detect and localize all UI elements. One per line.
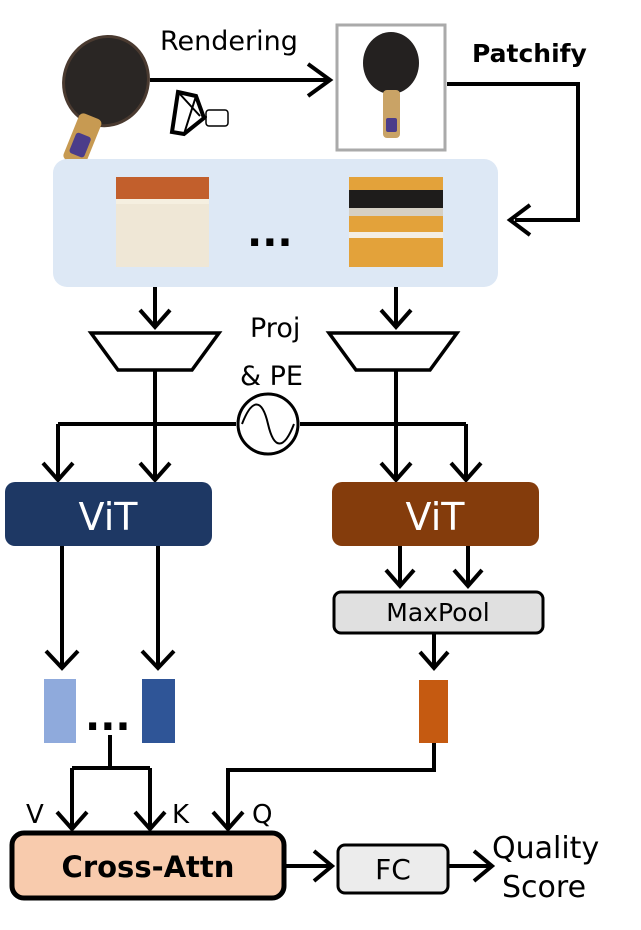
fc-box xyxy=(336,843,450,895)
cross-attn-label: Cross-Attn xyxy=(62,850,235,884)
patch-left xyxy=(116,177,209,267)
token-left-dark xyxy=(142,679,175,743)
k-label: K xyxy=(172,800,190,830)
rendering-label: Rendering xyxy=(160,26,298,57)
score-label: Score xyxy=(502,870,586,905)
sine-wave-icon xyxy=(236,392,300,456)
projection-left xyxy=(87,331,223,372)
quality-label: Quality xyxy=(492,831,599,866)
maxpool-label: MaxPool xyxy=(386,598,489,627)
token-ellipsis: ... xyxy=(85,694,131,740)
q-label: Q xyxy=(252,800,272,830)
projection-right xyxy=(325,331,461,372)
token-right-orange xyxy=(419,680,448,743)
maxpool-box xyxy=(332,590,545,635)
rendered-image xyxy=(335,23,447,152)
pe-label: & PE xyxy=(240,361,303,392)
patchify-label: Patchify xyxy=(472,39,587,68)
token-left-light xyxy=(44,679,76,743)
paddle-3d-icon xyxy=(62,35,150,166)
patch-right xyxy=(349,177,443,267)
vit-left-label: ViT xyxy=(79,495,139,539)
fc-label: FC xyxy=(375,853,411,886)
patchify-arrow xyxy=(447,82,580,222)
proj-label: Proj xyxy=(250,313,300,344)
vit-left-box xyxy=(5,482,212,546)
vit-right-box xyxy=(332,482,539,546)
v-label: V xyxy=(26,800,44,830)
patch-ellipsis: ... xyxy=(247,210,293,256)
vit-right-label: ViT xyxy=(406,495,466,539)
camera-icon xyxy=(169,89,229,137)
